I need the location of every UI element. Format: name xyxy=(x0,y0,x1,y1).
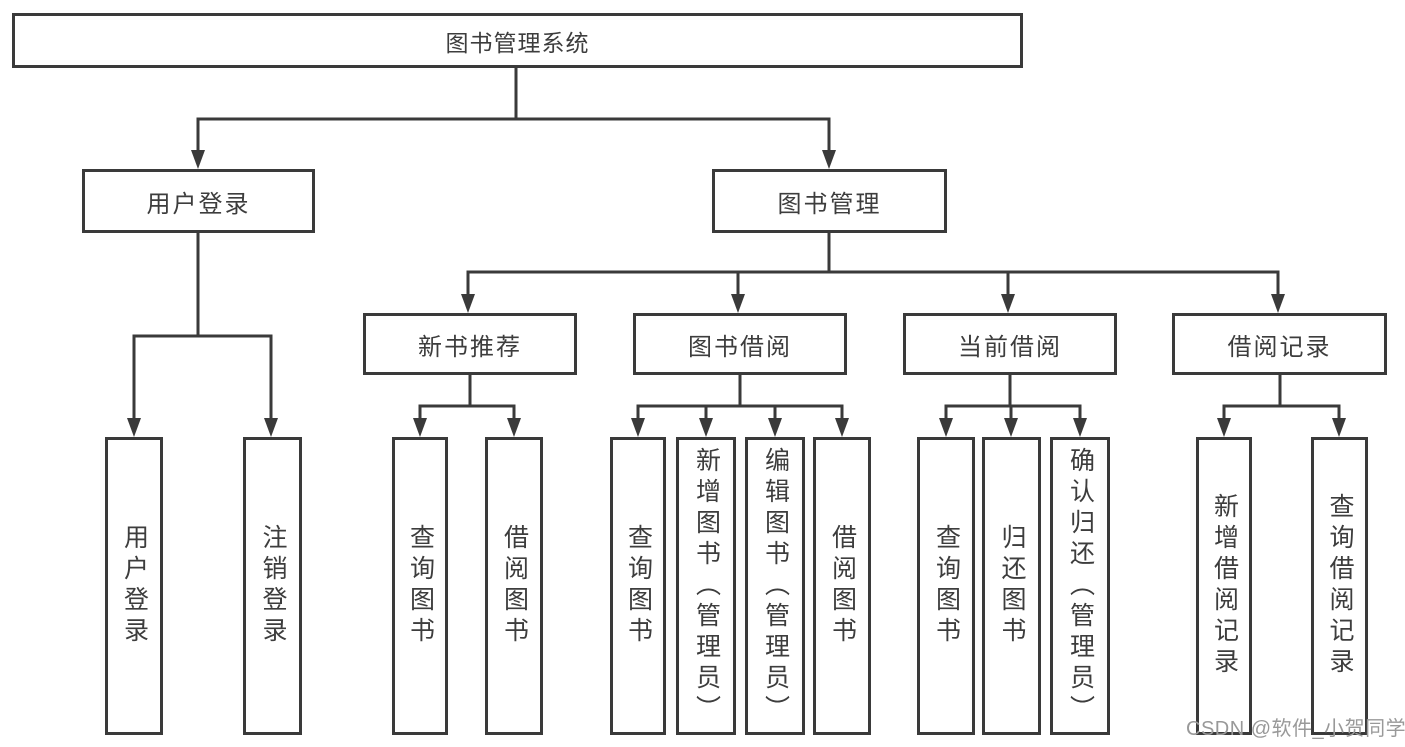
leaf-query-books-current: 查询图书 xyxy=(917,437,975,735)
node-new-book-recommend: 新书推荐 xyxy=(363,313,577,375)
arrowhead-icon xyxy=(264,418,278,437)
leaf-confirm-return-admin-label: 确认归还（管理员） xyxy=(1066,446,1095,726)
leaf-query-books-current-label: 查询图书 xyxy=(932,524,961,648)
leaf-borrow-books-recommend: 借阅图书 xyxy=(485,437,543,735)
arrowhead-icon xyxy=(1332,418,1346,437)
node-book-management: 图书管理 xyxy=(712,169,947,233)
arrowhead-icon xyxy=(631,418,645,437)
arrowhead-icon xyxy=(731,294,745,313)
arrowhead-icon xyxy=(1001,294,1015,313)
arrowhead-icon xyxy=(1217,418,1231,437)
arrowhead-icon xyxy=(822,150,836,169)
leaf-borrow-books-recommend-label: 借阅图书 xyxy=(500,524,529,648)
arrowhead-icon xyxy=(507,418,521,437)
leaf-edit-books-admin-label: 编辑图书（管理员） xyxy=(761,446,790,726)
leaf-query-borrow-record: 查询借阅记录 xyxy=(1311,437,1368,735)
arrowhead-icon xyxy=(127,418,141,437)
arrowhead-icon xyxy=(768,418,782,437)
node-book-borrowing: 图书借阅 xyxy=(633,313,847,375)
leaf-logout: 注销登录 xyxy=(243,437,302,735)
leaf-query-books-recommend-label: 查询图书 xyxy=(406,524,435,648)
leaf-query-books-recommend: 查询图书 xyxy=(392,437,448,735)
leaf-confirm-return-admin: 确认归还（管理员） xyxy=(1050,437,1110,735)
node-root-label: 图书管理系统 xyxy=(445,29,590,56)
arrowhead-icon xyxy=(461,294,475,313)
node-borrow-records: 借阅记录 xyxy=(1172,313,1387,375)
leaf-add-books-admin: 新增图书（管理员） xyxy=(676,437,736,735)
leaf-add-books-admin-label: 新增图书（管理员） xyxy=(692,446,721,726)
leaf-query-borrow-record-label: 查询借阅记录 xyxy=(1326,493,1354,679)
leaf-user-login: 用户登录 xyxy=(105,437,163,735)
csdn-watermark: CSDN @软件_小贺同学 xyxy=(1186,718,1405,740)
arrowheads xyxy=(127,150,1346,437)
leaf-user-login-label: 用户登录 xyxy=(120,524,149,648)
node-user-login-label: 用户登录 xyxy=(146,190,251,218)
node-new-book-recommend-label: 新书推荐 xyxy=(418,333,522,361)
node-borrow-records-label: 借阅记录 xyxy=(1227,333,1332,361)
leaf-logout-label: 注销登录 xyxy=(259,524,287,648)
leaf-return-books-label: 归还图书 xyxy=(998,524,1026,648)
arrowhead-icon xyxy=(939,418,953,437)
node-current-borrowing-label: 当前借阅 xyxy=(958,333,1062,361)
arrowhead-icon xyxy=(1073,418,1087,437)
connector-path xyxy=(132,68,1341,420)
leaf-query-books-borrowing-label: 查询图书 xyxy=(624,524,653,648)
leaf-edit-books-admin: 编辑图书（管理员） xyxy=(745,437,805,735)
arrowhead-icon xyxy=(413,418,427,437)
leaf-add-borrow-record: 新增借阅记录 xyxy=(1196,437,1252,735)
node-current-borrowing: 当前借阅 xyxy=(903,313,1117,375)
leaf-query-books-borrowing: 查询图书 xyxy=(610,437,666,735)
leaf-return-books: 归还图书 xyxy=(982,437,1041,735)
arrowhead-icon xyxy=(191,150,205,169)
node-user-login: 用户登录 xyxy=(82,169,315,233)
node-book-borrowing-label: 图书借阅 xyxy=(688,333,792,361)
node-root: 图书管理系统 xyxy=(12,13,1023,68)
arrowhead-icon xyxy=(1004,418,1018,437)
leaf-borrow-books: 借阅图书 xyxy=(813,437,871,735)
node-book-management-label: 图书管理 xyxy=(777,190,882,218)
arrowhead-icon xyxy=(699,418,713,437)
arrowhead-icon xyxy=(1271,294,1285,313)
leaf-borrow-books-label: 借阅图书 xyxy=(828,524,857,648)
leaf-add-borrow-record-label: 新增借阅记录 xyxy=(1210,493,1239,679)
arrowhead-icon xyxy=(835,418,849,437)
